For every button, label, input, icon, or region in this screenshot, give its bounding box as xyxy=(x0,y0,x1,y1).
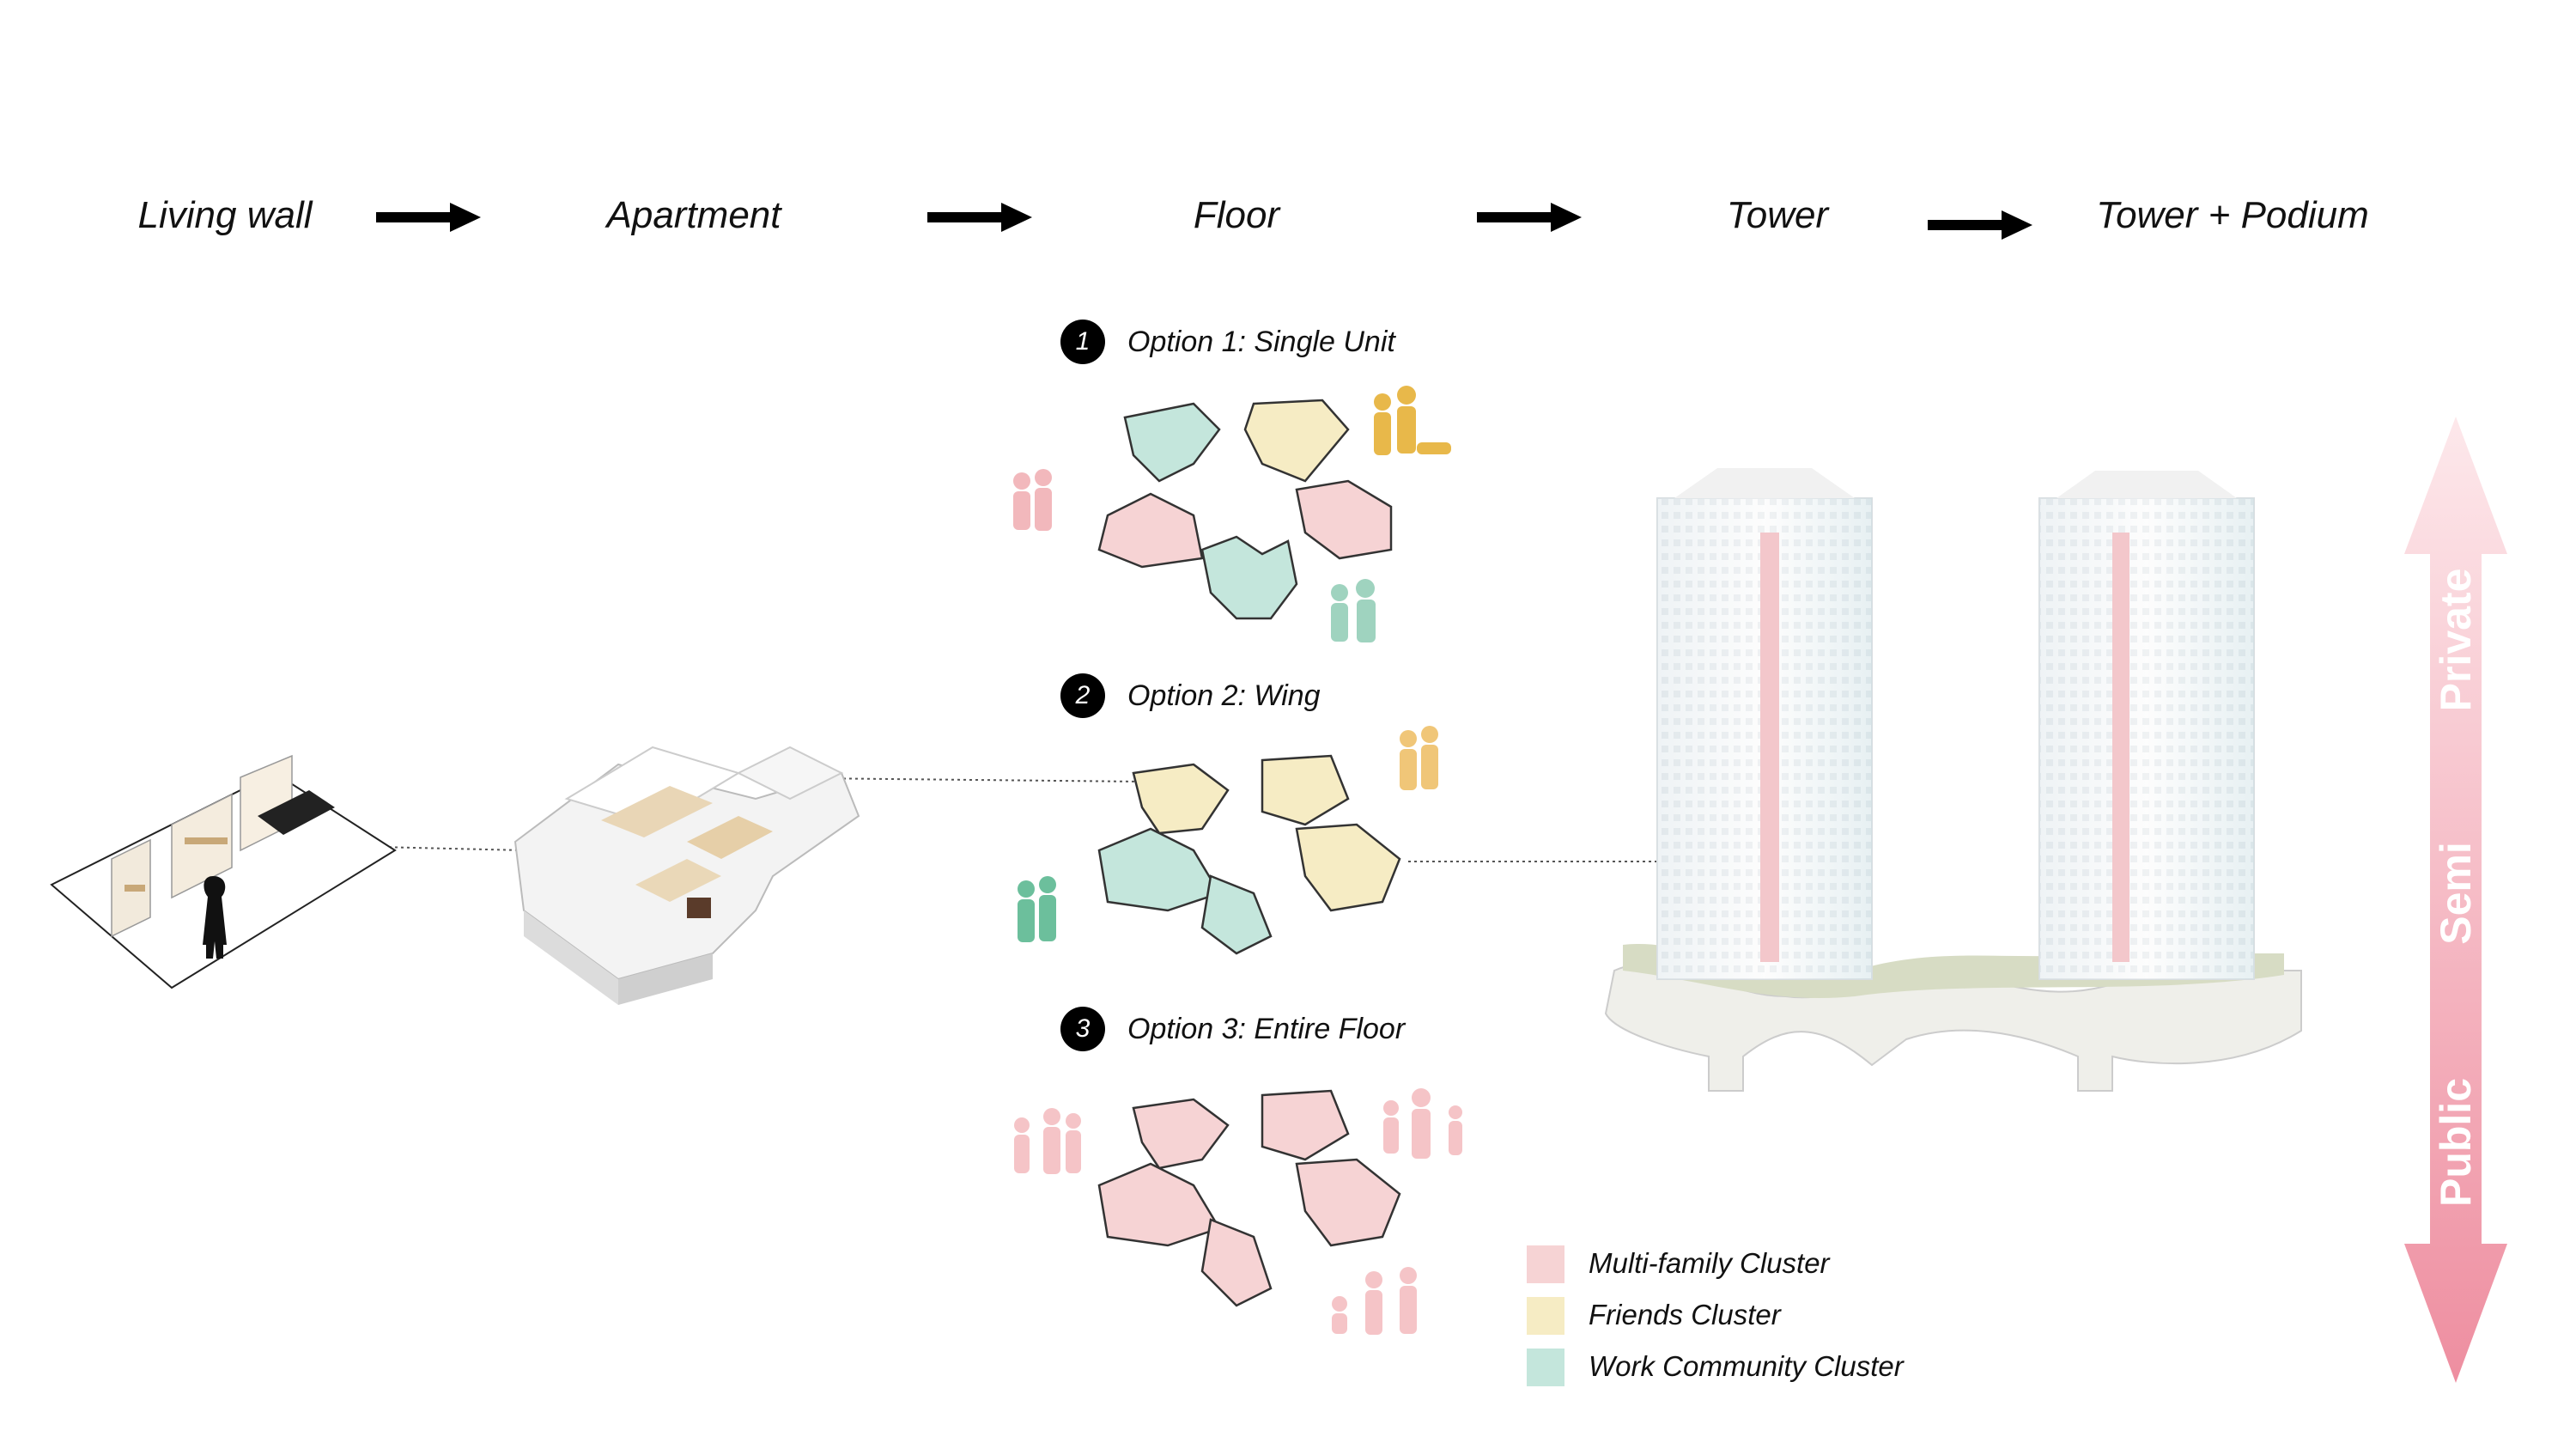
option-2-label: Option 2: Wing xyxy=(1127,679,1321,712)
floor-plan-option-3 xyxy=(1097,1089,1401,1307)
legend-swatch-work-community xyxy=(1527,1349,1564,1386)
apartment-model xyxy=(513,746,860,1005)
option-2: 2 Option 2: Wing xyxy=(1060,673,1321,718)
people-icon-pink-option-3-right xyxy=(1383,1088,1462,1159)
option-1-number: 1 xyxy=(1060,320,1105,364)
stage-tower: Tower xyxy=(1726,194,1829,236)
option-1-label: Option 1: Single Unit xyxy=(1127,325,1395,358)
legend-swatch-multi-family xyxy=(1527,1245,1564,1283)
people-icon-pink-option-3-bottom xyxy=(1332,1267,1417,1335)
floor-plan-option-1 xyxy=(1097,399,1393,620)
axis-label-public: Public xyxy=(2432,1077,2480,1208)
stage-tower-podium: Tower + Podium xyxy=(2096,194,2369,236)
people-icon-yellow-option-1 xyxy=(1374,386,1451,455)
privacy-axis-arrow xyxy=(2404,417,2507,1383)
legend-label-work-community: Work Community Cluster xyxy=(1589,1350,1904,1382)
stage-arrow-3 xyxy=(1477,203,1582,232)
people-icon-green-option-2 xyxy=(1018,876,1056,942)
legend-label-friends: Friends Cluster xyxy=(1589,1299,1781,1330)
stage-floor: Floor xyxy=(1193,194,1280,236)
option-3: 3 Option 3: Entire Floor xyxy=(1060,1007,1405,1051)
stage-arrow-1 xyxy=(376,203,481,232)
legend-work-community: Work Community Cluster xyxy=(1589,1350,1904,1383)
stage-arrow-4 xyxy=(1928,210,2032,240)
connector-line-2 xyxy=(806,777,1143,782)
legend-label-multi-family: Multi-family Cluster xyxy=(1589,1247,1830,1279)
people-icon-green-option-1 xyxy=(1331,579,1376,642)
people-icon-pink-option-1 xyxy=(1013,469,1052,531)
stage-living-wall: Living wall xyxy=(137,194,313,236)
living-wall-model xyxy=(50,754,397,989)
stage-arrow-2 xyxy=(927,203,1032,232)
stage-apartment: Apartment xyxy=(606,194,781,236)
legend-multi-family: Multi-family Cluster xyxy=(1589,1247,1830,1280)
people-icon-pink-option-3-left xyxy=(1014,1108,1081,1174)
option-3-label: Option 3: Entire Floor xyxy=(1127,1012,1406,1045)
option-2-number: 2 xyxy=(1060,673,1105,718)
floor-plan-option-2 xyxy=(1097,754,1401,955)
people-icon-yellow-option-2 xyxy=(1400,726,1438,790)
legend-swatch-friends xyxy=(1527,1297,1564,1335)
legend-friends: Friends Cluster xyxy=(1589,1299,1781,1331)
option-3-number: 3 xyxy=(1060,1007,1105,1051)
tower-podium-model xyxy=(1604,468,2302,1092)
axis-label-semi: Semi xyxy=(2432,842,2480,945)
axis-label-private: Private xyxy=(2432,568,2480,712)
option-1: 1 Option 1: Single Unit xyxy=(1060,320,1395,364)
